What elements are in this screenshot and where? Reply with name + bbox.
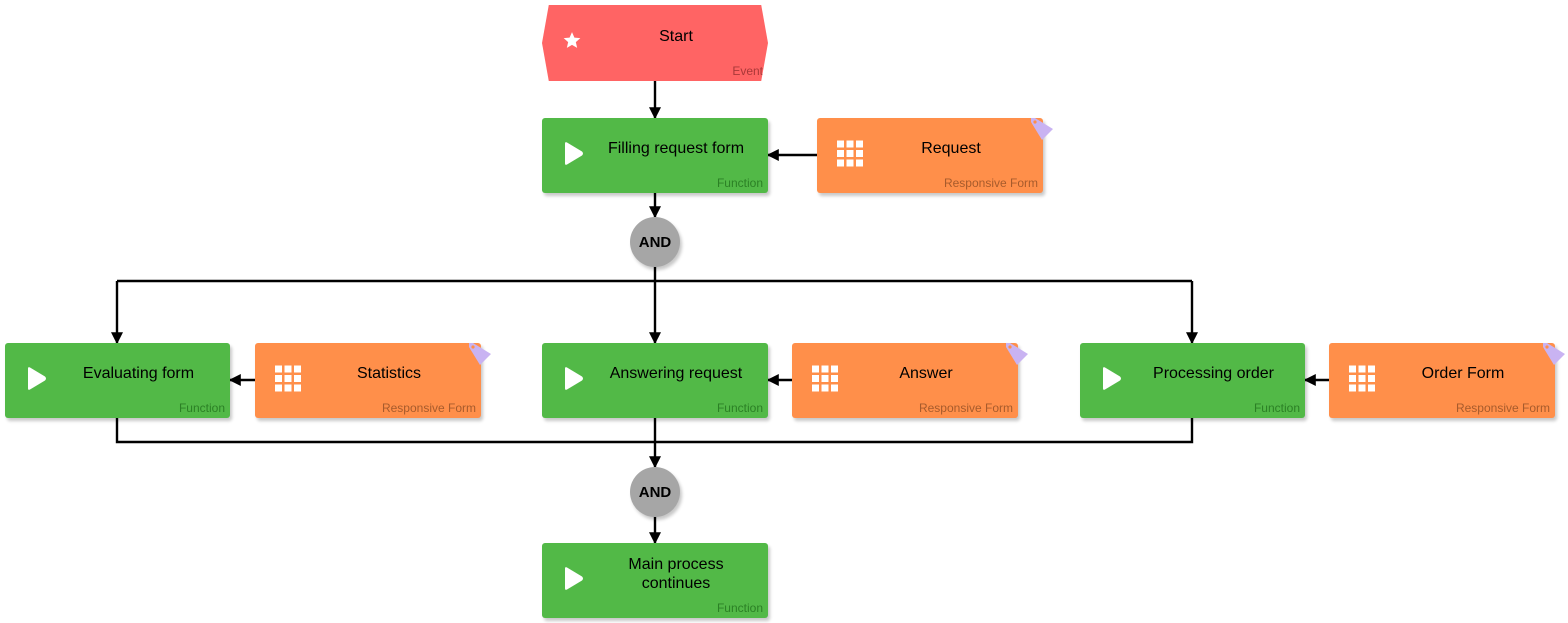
node-type: Function — [716, 601, 763, 615]
function-main-process-continues[interactable]: Main process continues Function — [542, 543, 768, 618]
node-title: Answer — [899, 365, 953, 382]
tag-icon — [1004, 341, 1030, 367]
and-gateway-join[interactable]: AND — [630, 467, 680, 517]
node-title: Answering request — [609, 365, 743, 382]
play-icon — [562, 366, 584, 395]
node-title: Processing order — [1153, 365, 1274, 382]
edge-merge-bus — [115, 418, 1194, 444]
node-title: Filling request form — [607, 140, 745, 157]
function-answering-request[interactable]: Answering request Function — [542, 343, 768, 418]
and-gateway-split[interactable]: AND — [630, 217, 680, 267]
form-order-form[interactable]: Order Form Responsive Form — [1329, 343, 1565, 418]
tag-icon — [1541, 341, 1567, 367]
play-icon — [1100, 366, 1122, 395]
grid-icon — [1349, 365, 1375, 396]
grid-icon — [812, 365, 838, 396]
node-type: Function — [716, 176, 763, 190]
node-title: Statistics — [356, 365, 421, 382]
node-type: Responsive Form — [943, 176, 1038, 190]
node-type: Function — [178, 401, 225, 415]
play-icon — [25, 366, 47, 395]
node-type: Function — [1253, 401, 1300, 415]
tag-icon — [467, 341, 493, 367]
function-filling-request-form[interactable]: Filling request form Function — [542, 118, 768, 193]
play-icon — [562, 141, 584, 170]
node-title: Request — [921, 140, 981, 157]
node-title: Start — [659, 27, 693, 45]
node-title: Main process continues — [628, 555, 724, 592]
tag-icon — [1029, 116, 1055, 142]
grid-icon — [275, 365, 301, 396]
function-evaluating-form[interactable]: Evaluating form Function — [5, 343, 230, 418]
node-title: Evaluating form — [82, 365, 195, 382]
form-statistics[interactable]: Statistics Responsive Form — [255, 343, 491, 418]
node-type: Function — [716, 401, 763, 415]
node-type: Responsive Form — [381, 401, 476, 415]
form-request[interactable]: Request Responsive Form — [817, 118, 1053, 193]
play-icon — [562, 566, 584, 595]
form-answer[interactable]: Answer Responsive Form — [792, 343, 1028, 418]
node-type: Responsive Form — [918, 401, 1013, 415]
function-processing-order[interactable]: Processing order Function — [1080, 343, 1305, 418]
node-title: Order Form — [1421, 365, 1505, 382]
start-event[interactable]: Start Event — [542, 5, 768, 81]
node-type: Event — [732, 64, 763, 78]
node-type: Responsive Form — [1455, 401, 1550, 415]
edge-and-branch-bus — [117, 267, 1192, 283]
grid-icon — [837, 140, 863, 171]
star-icon — [562, 31, 582, 56]
